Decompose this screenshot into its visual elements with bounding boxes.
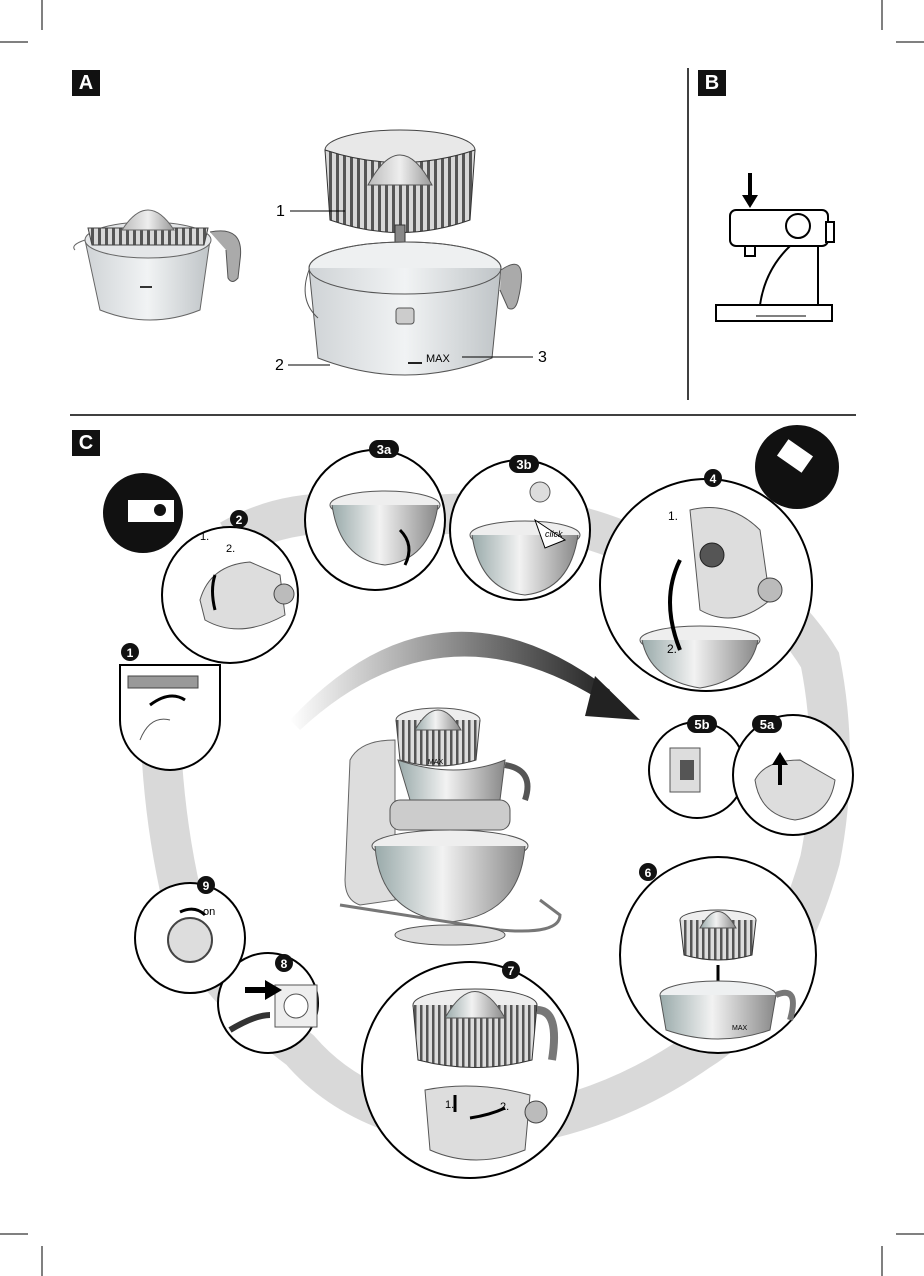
step-7-sub-1: 1. bbox=[445, 1099, 454, 1111]
center-max-label: MAX bbox=[428, 759, 444, 766]
step-5b-circle bbox=[649, 722, 745, 818]
step-7-circle bbox=[362, 962, 578, 1178]
step-badge-3b-label: 3b bbox=[516, 457, 531, 472]
step-badge-4-label: 4 bbox=[710, 472, 717, 486]
step-5a-circle bbox=[733, 715, 853, 835]
step-2-sub-1: 1. bbox=[200, 531, 209, 543]
step-badge-5b-label: 5b bbox=[694, 717, 709, 732]
step-4-inset bbox=[755, 425, 839, 509]
step-3b-click: click bbox=[545, 529, 563, 539]
step-4-sub-2: 2. bbox=[667, 642, 677, 656]
step-badge-1-label: 1 bbox=[127, 646, 134, 660]
step-7-sub-2: 2. bbox=[500, 1101, 509, 1113]
step-6-max-label: MAX bbox=[732, 1025, 748, 1032]
step-badge-2-label: 2 bbox=[236, 513, 243, 527]
step-badge-6-label: 6 bbox=[645, 866, 652, 880]
step-6-circle bbox=[620, 857, 816, 1053]
step-badge-8-label: 8 bbox=[281, 957, 288, 971]
step-4-sub-1: 1. bbox=[668, 509, 678, 523]
step-1-circle bbox=[120, 665, 220, 770]
step-2-sub-2: 2. bbox=[226, 543, 235, 555]
step-3b-circle bbox=[450, 460, 590, 600]
step-3a-circle bbox=[305, 450, 445, 590]
step-badge-5a-label: 5a bbox=[760, 717, 775, 732]
step-2-inset bbox=[103, 473, 183, 553]
step-9-on-label: on bbox=[203, 906, 215, 918]
step-9-circle bbox=[135, 883, 245, 993]
step-4-circle bbox=[600, 479, 812, 691]
step-badge-7-label: 7 bbox=[508, 964, 515, 978]
center-mixer-illustration bbox=[340, 708, 560, 945]
step-badge-9-label: 9 bbox=[203, 879, 210, 893]
step-badge-3a-label: 3a bbox=[377, 442, 392, 457]
